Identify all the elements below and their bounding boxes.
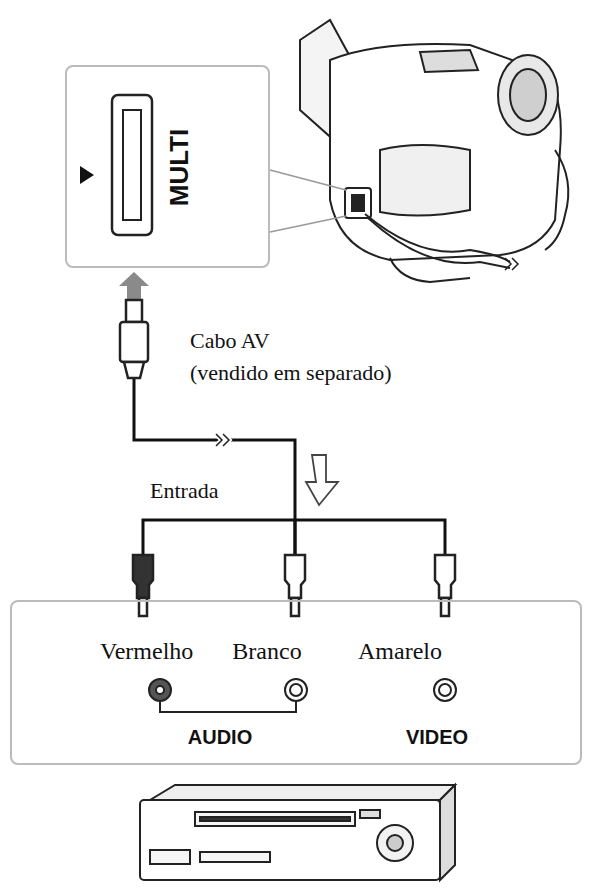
connector-name: VIDEO — [406, 726, 468, 749]
color-label: Vermelho — [100, 638, 193, 665]
connector-name: AUDIO — [188, 726, 252, 749]
cable-break — [216, 434, 229, 446]
color-label: Amarelo — [358, 638, 442, 665]
port-label: MULTI — [165, 128, 196, 206]
port-callout-box: MULTI — [65, 65, 270, 268]
signal-label: Entrada — [150, 478, 218, 504]
av-mini-plug — [120, 300, 148, 378]
av-cable — [134, 312, 295, 600]
vcr — [140, 785, 455, 880]
cable-label: Cabo AV (vendido em separado) — [190, 325, 392, 389]
multi-port-symbol — [80, 95, 152, 235]
color-label: Branco — [232, 638, 301, 665]
camcorder — [300, 20, 568, 282]
rca-plug — [133, 555, 455, 616]
leader-line — [270, 170, 346, 232]
signal-arrow — [306, 455, 338, 505]
audio-bracket — [160, 701, 296, 712]
rca-jack — [149, 679, 456, 701]
input-panel: Vermelho Branco AmareloAUDIO VIDEO — [10, 600, 582, 765]
